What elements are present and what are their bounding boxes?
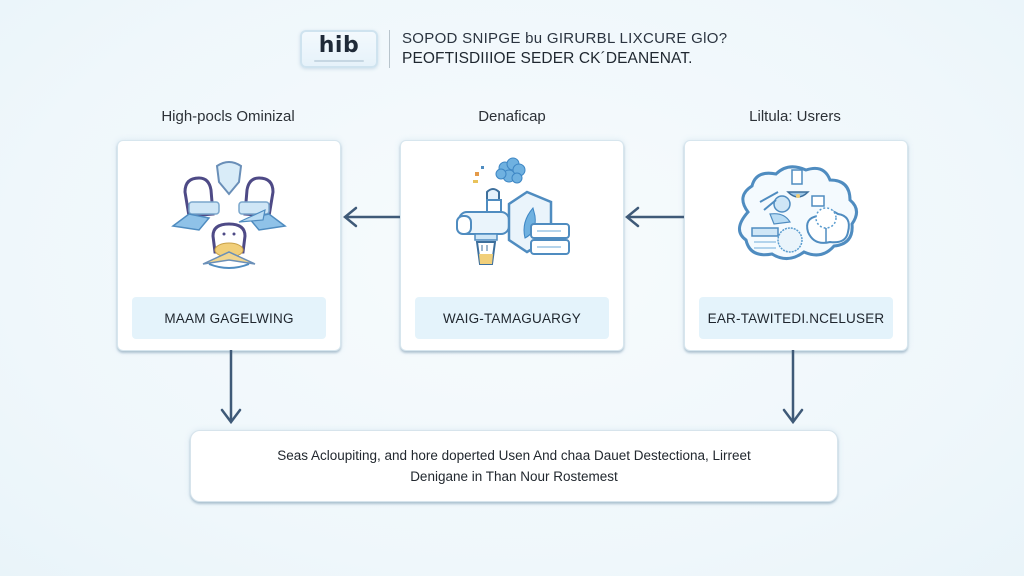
summary-line-2: Denigane in Than Nour Rostemest: [410, 469, 618, 484]
logo-tagline-line: [314, 59, 364, 62]
arrow-middle-to-left: [343, 206, 400, 228]
card-label-right: EAR-TAWITEDI.NCELUSER: [699, 297, 893, 339]
card-left[interactable]: MAAM GAGELWING: [117, 140, 341, 351]
logo-text: hib: [318, 32, 360, 58]
arrow-left-to-summary: [220, 350, 242, 425]
card-middle[interactable]: WAIG-TAMAGUARGY: [400, 140, 624, 351]
header-divider: [389, 30, 390, 68]
header-line-2: PEOFTISDIIIOE SEDER CK´DEANENAT.: [402, 50, 693, 67]
arrow-right-to-summary: [782, 350, 804, 425]
cloud-cluster-icon: [685, 147, 907, 287]
summary-line-1: Seas Acloupiting, and hore doperted Usen…: [277, 448, 751, 463]
arrow-right-to-middle: [625, 206, 684, 228]
header-line-1: SOPOD SNIPGE bu GIRURBL LIXCURE GlO?: [402, 30, 728, 47]
column-title-right: Liltula: Usrers: [749, 108, 841, 125]
people-network-icon: [118, 147, 340, 287]
column-title-middle: Denaficap: [478, 108, 546, 125]
logo: hib: [300, 30, 378, 68]
summary-box: Seas Acloupiting, and hore doperted Usen…: [190, 430, 838, 502]
card-label-middle: WAIG-TAMAGUARGY: [415, 297, 609, 339]
header-text: SOPOD SNIPGE bu GIRURBL LIXCURE GlO? PEO…: [402, 30, 727, 68]
card-label-left: MAAM GAGELWING: [132, 297, 326, 339]
header: hib SOPOD SNIPGE bu GIRURBL LIXCURE GlO?…: [300, 28, 727, 70]
lab-equipment-shield-icon: [401, 147, 623, 287]
column-title-left: High-pocls Ominizal: [161, 108, 295, 125]
card-right[interactable]: EAR-TAWITEDI.NCELUSER: [684, 140, 908, 351]
